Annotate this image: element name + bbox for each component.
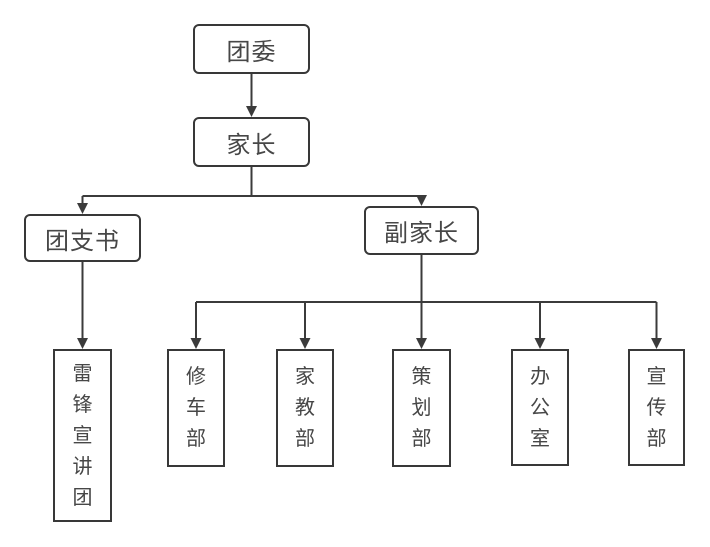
node-jiajiao[interactable]: 家教部 <box>276 349 334 467</box>
arrowhead-tuanzhishu <box>77 203 88 214</box>
arrowhead-jiazhang <box>246 106 257 117</box>
node-leifeng[interactable]: 雷锋宣讲团 <box>53 349 112 522</box>
arrowhead-xiuche <box>190 338 202 349</box>
arrowhead-cehua <box>416 338 427 349</box>
node-tuanwei[interactable]: 团委 <box>193 24 310 74</box>
node-jiazhang[interactable]: 家长 <box>193 117 310 167</box>
arrowhead-xuanchuan <box>651 338 662 349</box>
node-fujiazhang[interactable]: 副家长 <box>364 206 479 255</box>
node-xuanchuan[interactable]: 宣传部 <box>628 349 685 466</box>
node-xiuche[interactable]: 修车部 <box>167 349 225 467</box>
node-tuanzhishu[interactable]: 团支书 <box>24 214 141 262</box>
node-cehua[interactable]: 策划部 <box>392 349 451 467</box>
arrowhead-jiajiao <box>299 338 311 349</box>
node-bangongshi[interactable]: 办公室 <box>511 349 569 466</box>
arrowhead-bangongshi <box>534 338 546 349</box>
arrowhead-leifeng <box>77 338 88 349</box>
arrowhead-fujiazhang <box>416 195 427 206</box>
